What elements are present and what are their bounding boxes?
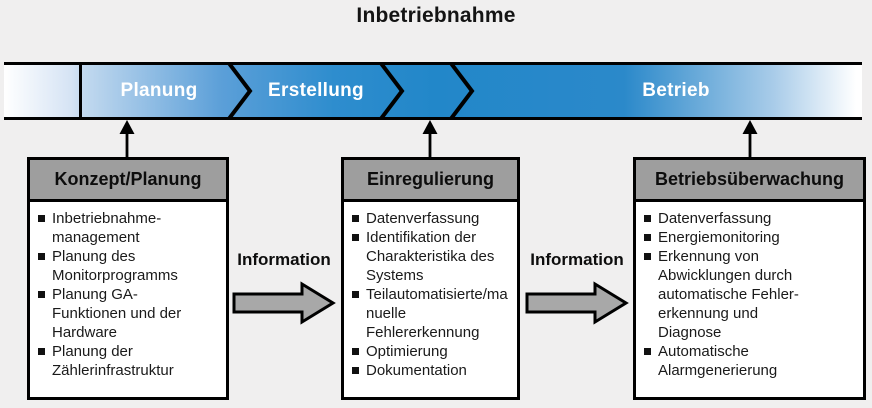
bullet-square-icon xyxy=(644,253,651,260)
list-item: Inbetriebnahme-management xyxy=(38,209,226,247)
phase-label-betrieb: Betrieb xyxy=(642,80,710,101)
bullet-square-icon xyxy=(352,291,359,298)
chevron-right-icon xyxy=(227,65,253,117)
box-title: Konzept/Planung xyxy=(30,160,226,202)
list-item-text: Dokumentation xyxy=(366,362,467,379)
list-item-text: Automatische Alarmgenerierung xyxy=(658,343,778,379)
box-item-list: Datenverfassung Identifikation der Chara… xyxy=(344,202,517,380)
diagram-title: Inbetriebnahme xyxy=(356,4,516,27)
list-item-text: Teilautomatisierte/manuelle Fehlererkenn… xyxy=(366,286,508,341)
list-item-text: Erkennung von Abwicklungen durch automat… xyxy=(658,248,799,341)
bullet-square-icon xyxy=(352,215,359,222)
bullet-square-icon xyxy=(352,348,359,355)
list-item-text: Datenverfassung xyxy=(658,210,772,227)
list-item: Dokumentation xyxy=(352,361,517,380)
box-betriebsueberwachung: Betriebsüberwachung Datenverfassung Ener… xyxy=(633,157,866,400)
chevron-right-icon xyxy=(379,65,405,117)
box-item-list: Datenverfassung Energiemonitoring Erkenn… xyxy=(636,202,863,380)
list-item-text: Datenverfassung xyxy=(366,210,480,227)
list-item: Planung GA-Funktionen und der Hardware xyxy=(38,285,226,342)
information-label: Information xyxy=(530,250,624,269)
list-item-text: Inbetriebnahme-management xyxy=(52,210,162,246)
up-arrow-icon xyxy=(742,120,758,157)
chevron-separators xyxy=(227,65,475,117)
bullet-square-icon xyxy=(38,253,45,260)
bar-start-divider xyxy=(79,65,82,117)
list-item-text: Identifikation der Charakteristika des S… xyxy=(366,229,495,284)
bullet-square-icon xyxy=(38,215,45,222)
right-arrow-icon xyxy=(232,281,336,325)
list-item: Optimierung xyxy=(352,342,517,361)
bullet-square-icon xyxy=(352,367,359,374)
box-title: Betriebsüberwachung xyxy=(636,160,863,202)
list-item: Datenverfassung xyxy=(644,209,863,228)
bullet-square-icon xyxy=(644,215,651,222)
phase-label-planung: Planung xyxy=(120,80,198,101)
up-arrow-icon xyxy=(422,120,438,157)
box-title: Einregulierung xyxy=(344,160,517,202)
chevron-right-icon xyxy=(449,65,475,117)
list-item-text: Optimierung xyxy=(366,343,448,360)
bullet-square-icon xyxy=(352,234,359,241)
bullet-square-icon xyxy=(644,348,651,355)
list-item: Erkennung von Abwicklungen durch automat… xyxy=(644,247,863,342)
right-arrow-icon xyxy=(525,281,629,325)
list-item: Automatische Alarmgenerierung xyxy=(644,342,863,380)
bullet-square-icon xyxy=(38,348,45,355)
bullet-square-icon xyxy=(38,291,45,298)
box-einregulierung: Einregulierung Datenverfassung Identifik… xyxy=(341,157,520,400)
list-item: Planung der Zählerinfrastruktur xyxy=(38,342,226,380)
box-konzept-planung: Konzept/Planung Inbetriebnahme-managemen… xyxy=(27,157,229,400)
information-arrow-group: Information xyxy=(521,249,633,325)
list-item-text: Planung des Monitorprogramms xyxy=(52,248,178,284)
list-item-text: Energiemonitoring xyxy=(658,229,780,246)
list-item: Teilautomatisierte/manuelle Fehlererkenn… xyxy=(352,285,517,342)
list-item: Energiemonitoring xyxy=(644,228,863,247)
list-item-text: Planung GA-Funktionen und der Hardware xyxy=(52,286,182,341)
list-item: Identifikation der Charakteristika des S… xyxy=(352,228,517,285)
box-item-list: Inbetriebnahme-management Planung des Mo… xyxy=(30,202,226,380)
phase-label-erstellung: Erstellung xyxy=(268,80,364,101)
list-item: Datenverfassung xyxy=(352,209,517,228)
timeline-bar: Planung Erstellung Betrieb xyxy=(4,62,862,120)
information-arrow-group: Information xyxy=(228,249,340,325)
bullet-square-icon xyxy=(644,234,651,241)
list-item-text: Planung der Zählerinfrastruktur xyxy=(52,343,174,379)
list-item: Planung des Monitorprogramms xyxy=(38,247,226,285)
up-arrow-icon xyxy=(119,120,135,157)
information-label: Information xyxy=(237,250,331,269)
